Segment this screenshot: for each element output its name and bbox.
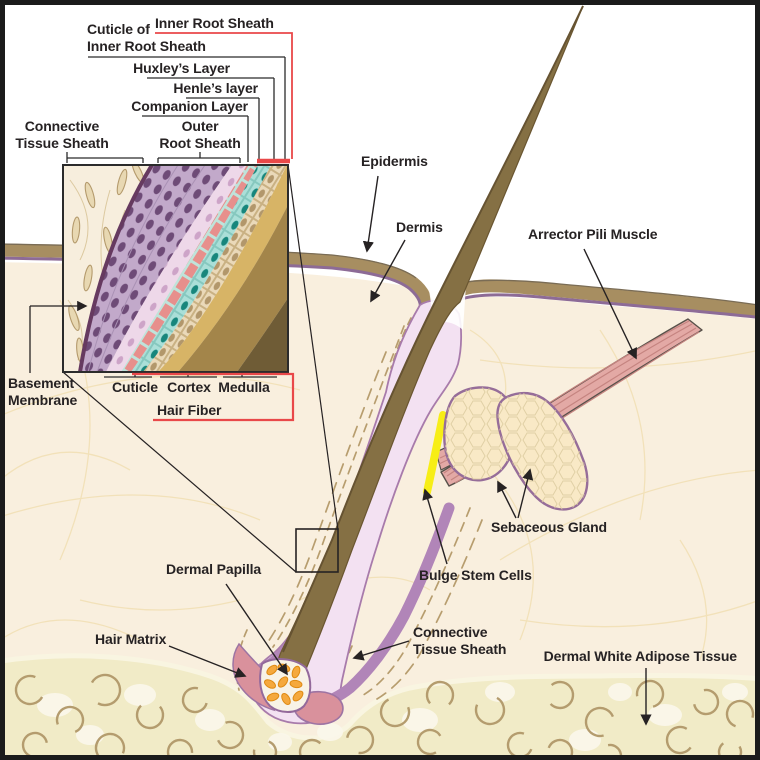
ors-line2: Root Sheath — [159, 135, 241, 151]
label-arrector-pili-muscle: Arrector Pili Muscle — [528, 226, 658, 242]
label-hair-fiber: Hair Fiber — [157, 402, 222, 418]
zoom-source-rect — [295, 528, 339, 573]
label-cuticle-of-irs-line1: Cuticle of — [87, 21, 150, 37]
cts-inset-line1: Connective — [24, 118, 100, 134]
label-dermal-papilla: Dermal Papilla — [166, 561, 262, 577]
cts-inset-line2: Tissue Sheath — [15, 135, 109, 151]
bulge-stem-cells-stripe — [423, 411, 447, 496]
zoom-link — [62, 164, 339, 573]
inset-magnified-view — [62, 164, 289, 373]
label-medulla: Medulla — [218, 379, 270, 395]
label-sebaceous-gland: Sebaceous Gland — [491, 519, 607, 535]
basement-line1: Basement — [8, 375, 75, 391]
inset-border — [62, 164, 289, 373]
label-hair-matrix: Hair Matrix — [95, 631, 167, 647]
label-cuticle-of-irs-line2: Inner Root Sheath — [87, 38, 206, 54]
label-companion-layer: Companion Layer — [131, 98, 248, 114]
label-epidermis: Epidermis — [361, 153, 428, 169]
inset-red-callout-lines — [132, 32, 295, 422]
basement-line2: Membrane — [8, 392, 78, 408]
cts-main-line1: Connective — [413, 624, 488, 640]
basement-membrane-pointer — [29, 300, 88, 373]
label-dermis: Dermis — [396, 219, 443, 235]
cts-main-line2: Tissue Sheath — [413, 641, 507, 657]
papilla-cells — [264, 663, 304, 705]
label-huxleys-layer: Huxley’s Layer — [133, 60, 230, 76]
adipose-highlights — [37, 682, 748, 751]
label-henles-layer: Henle’s layer — [173, 80, 258, 96]
label-arrows — [168, 175, 652, 726]
adipose-tissue — [0, 653, 760, 760]
label-cortex: Cortex — [167, 379, 211, 395]
label-inner-root-sheath: Inner Root Sheath — [155, 15, 274, 31]
basement-membrane-line — [78, 165, 154, 372]
ors-line1: Outer — [181, 118, 219, 134]
inset-callout-lines — [66, 56, 286, 378]
label-cuticle: Cuticle — [112, 379, 158, 395]
label-dermal-white-adipose-tissue: Dermal White Adipose Tissue — [543, 648, 737, 664]
sebaceous-gland — [443, 386, 589, 511]
label-bulge-stem-cells: Bulge Stem Cells — [419, 567, 532, 583]
